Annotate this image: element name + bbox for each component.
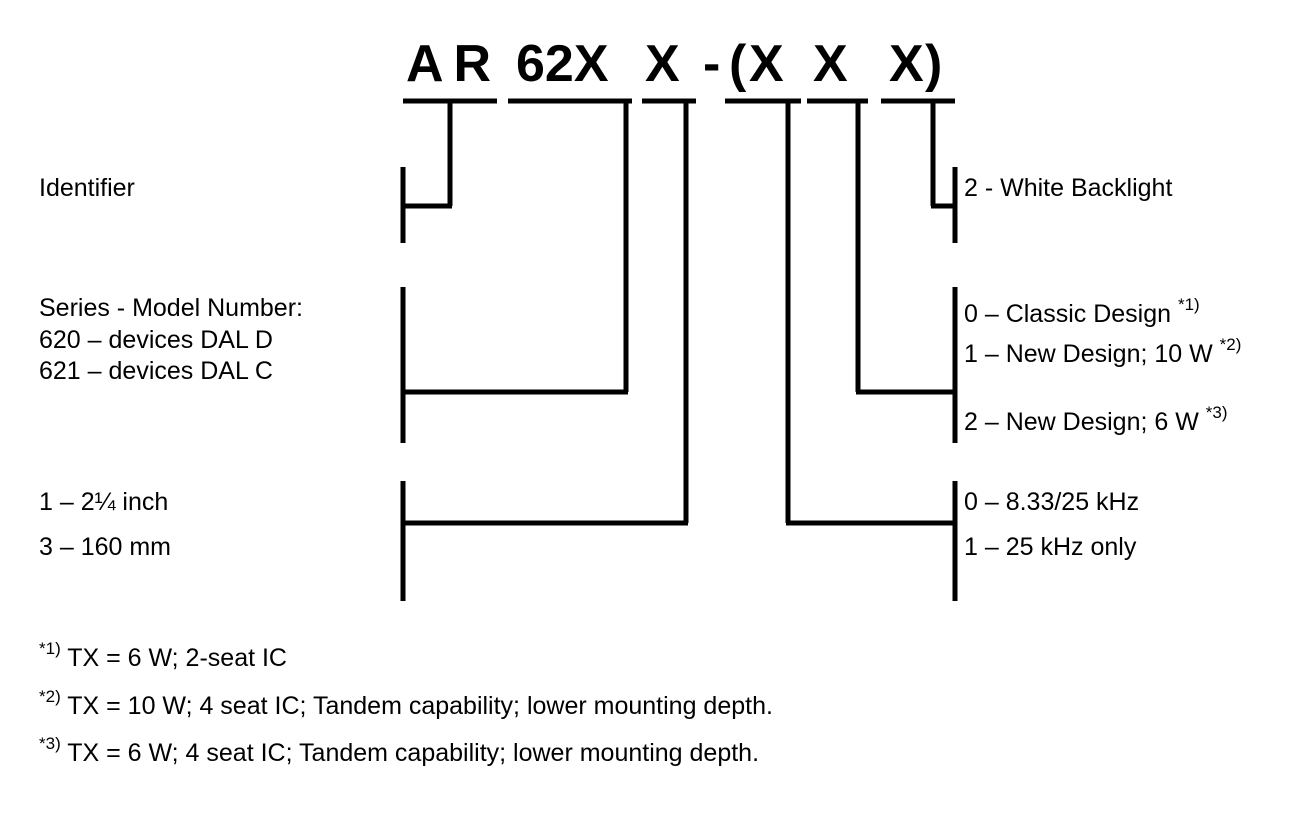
label-design-0-text: 0 – Classic Design (964, 300, 1172, 328)
label-identifier: Identifier (39, 174, 135, 202)
footnote-2: *2) TX = 10 W; 4 seat IC; Tandem capabil… (39, 687, 773, 724)
footnote-1-text: TX = 6 W; 2-seat IC (67, 644, 287, 672)
footnote-1-mark: *1) (39, 639, 61, 658)
label-design-0: 0 – Classic Design *1) (964, 295, 1200, 332)
footnote-3: *3) TX = 6 W; 4 seat IC; Tandem capabili… (39, 734, 760, 771)
label-design-1-text: 1 – New Design; 10 W (964, 340, 1213, 368)
code-dash: - (703, 35, 721, 93)
label-spacing-0: 0 – 8.33/25 kHz (964, 488, 1140, 516)
footnote-ref-2: *2) (1219, 335, 1242, 354)
label-size-1: 1 – 2¼ inch (39, 488, 169, 516)
footnote-ref-3: *3) (1205, 403, 1228, 422)
code-size: X (645, 35, 680, 93)
code-design: X (813, 35, 848, 93)
code-backlight: X (889, 35, 924, 93)
label-size-3: 3 – 160 mm (39, 533, 172, 561)
code-close-paren: ) (925, 35, 943, 93)
label-design-2: 2 – New Design; 6 W *3) (964, 403, 1228, 440)
label-series-title: Series - Model Number: (39, 294, 303, 322)
label-spacing-1: 1 – 25 kHz only (964, 533, 1137, 561)
label-series-620: 620 – devices DAL D (39, 326, 273, 354)
label-series-621: 621 – devices DAL C (39, 357, 273, 385)
label-design-2-text: 2 – New Design; 6 W (964, 408, 1199, 436)
footnote-1: *1) TX = 6 W; 2-seat IC (39, 639, 287, 676)
label-design-1: 1 – New Design; 10 W *2) (964, 335, 1241, 372)
footnote-3-mark: *3) (39, 734, 61, 753)
code-open-paren: ( (729, 35, 747, 93)
code-spacing: X (749, 35, 784, 93)
footnote-3-text: TX = 6 W; 4 seat IC; Tandem capability; … (67, 739, 760, 767)
footnote-ref-1: *1) (1177, 295, 1200, 314)
code-series: 62X (516, 35, 609, 93)
label-backlight-2: 2 - White Backlight (964, 174, 1173, 202)
code-identifier: AR (406, 35, 502, 93)
footnote-2-mark: *2) (39, 687, 61, 706)
footnote-2-text: TX = 10 W; 4 seat IC; Tandem capability;… (67, 692, 773, 720)
